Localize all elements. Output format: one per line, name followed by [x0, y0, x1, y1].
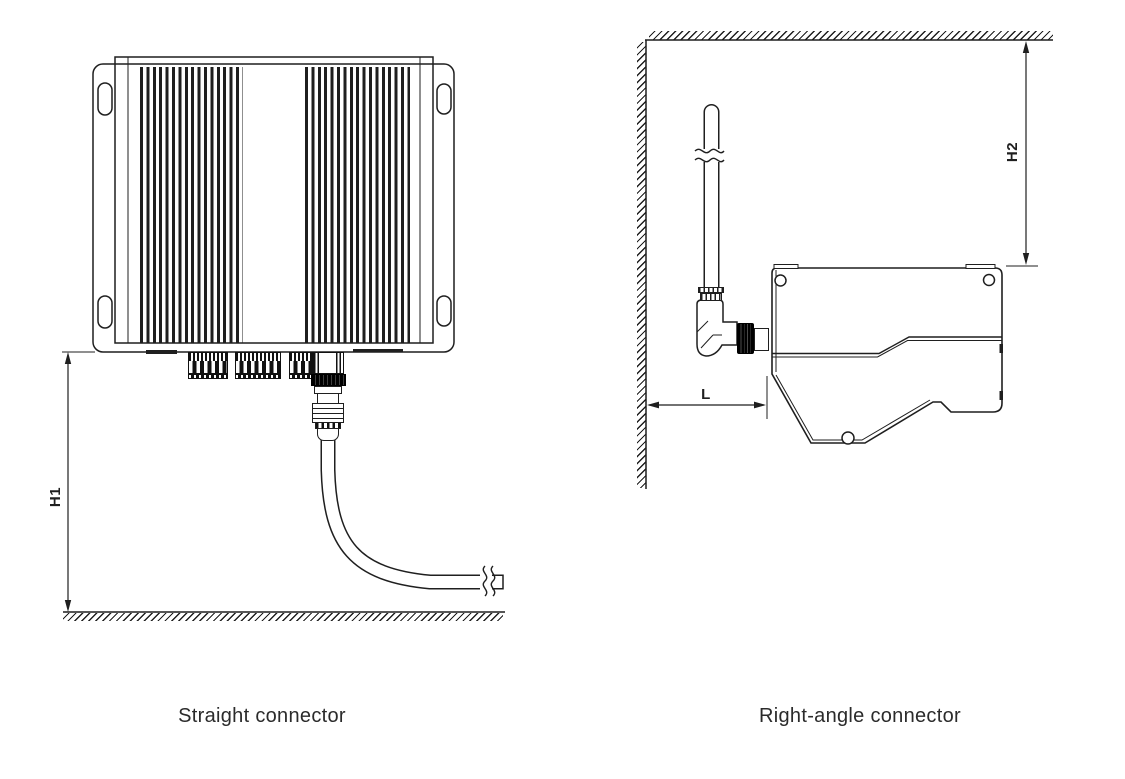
straight-plug-barrel: [312, 408, 344, 423]
mounting-slot-bottom-right: [436, 295, 452, 327]
sensor-screw-bottom: [841, 431, 855, 445]
ceiling-hatch: [649, 31, 1053, 40]
right-cable-collar-1: [698, 287, 724, 293]
right-cable-collar-2: [700, 293, 722, 301]
terminal-connector-3: [289, 352, 313, 379]
sensor-head-body: [771, 267, 1003, 444]
sensor-seam-line-inner: [772, 340, 1002, 358]
h1-arrow-down: [64, 600, 72, 612]
sensor-top-tab-right: [965, 264, 996, 269]
caption-straight-connector: Straight connector: [178, 705, 346, 727]
elbow-connector-body: [696, 299, 738, 357]
terminal-connector-2: [235, 352, 281, 379]
bottom-tab-left: [146, 350, 177, 354]
right-cable-break-gap: [701, 149, 722, 162]
sensor-seam-line: [772, 336, 1002, 355]
wall-hatch: [637, 42, 646, 488]
ground-hatch: [63, 613, 503, 621]
straight-cable-core: [322, 438, 503, 588]
sensor-top-tab-left: [773, 264, 799, 269]
heatsink-fins-right-group: [305, 67, 410, 343]
heatsink-fins-left-group: [140, 67, 243, 343]
sensor-screw-top-right: [982, 273, 996, 287]
right-cable-break-squiggle-2: [694, 157, 725, 163]
cable-break-squiggle-1: [482, 565, 488, 597]
l-arrow-right: [754, 401, 766, 409]
right-cable-break-squiggle-1: [694, 148, 725, 154]
terminal-connector-1: [188, 352, 228, 379]
straight-connector-nut: [311, 374, 346, 386]
cable-break-gap: [480, 571, 492, 593]
elbow-facet-lines: [696, 320, 722, 349]
straight-cable-outline: [320, 438, 503, 590]
cable-break-squiggle-2: [490, 565, 496, 597]
dimension-label-h1: H1: [47, 486, 64, 508]
sensor-bottom-inner-line: [775, 374, 931, 441]
h1-arrow-up: [64, 352, 72, 364]
caption-right-angle-connector: Right-angle connector: [759, 705, 961, 727]
right-angle-connector-cylinder: [754, 328, 769, 351]
mounting-slot-top-left: [97, 82, 113, 116]
mounting-slot-top-right: [436, 83, 452, 115]
bottom-tab-right: [353, 349, 403, 352]
straight-plug-tip: [317, 428, 339, 441]
dimension-label-l: L: [701, 386, 711, 403]
straight-connector-socket: [313, 352, 344, 374]
right-angle-connector-nut: [737, 323, 754, 354]
h2-arrow-up: [1022, 41, 1030, 53]
sensor-screw-top-left: [774, 274, 787, 287]
h2-arrow-down: [1022, 253, 1030, 265]
sensor-edge-mark-1: [999, 344, 1003, 353]
dimension-label-h2: H2: [1004, 141, 1021, 163]
mounting-slot-bottom-left: [97, 295, 113, 329]
sensor-edge-mark-2: [999, 391, 1003, 400]
l-arrow-left: [647, 401, 659, 409]
